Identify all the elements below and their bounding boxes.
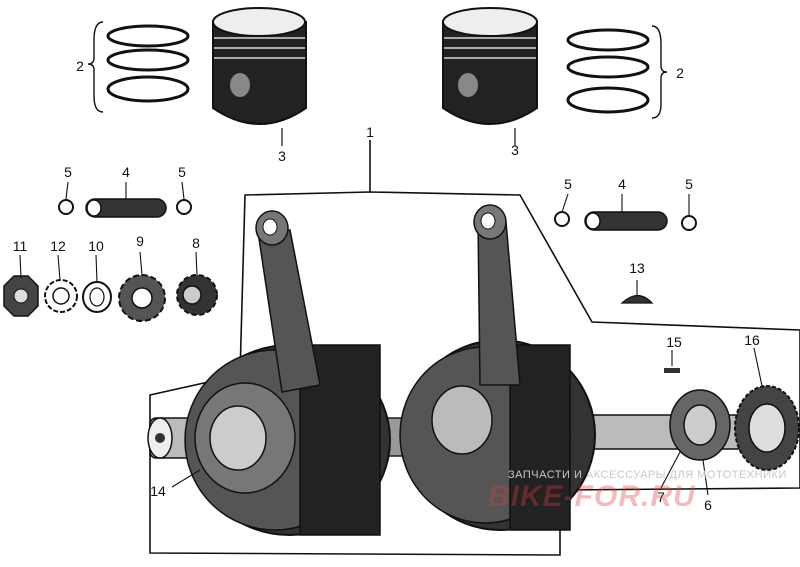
callout-2-left: 2: [76, 58, 84, 74]
callout-5a: 5: [64, 164, 72, 180]
leader-lines: [19, 181, 763, 496]
callout-5b: 5: [178, 164, 186, 180]
piston-right: [442, 7, 538, 146]
callout-1: 1: [366, 124, 374, 140]
callout-5c: 5: [564, 176, 572, 192]
callout-15: 15: [666, 334, 682, 350]
callout-10: 10: [88, 238, 104, 254]
callout-4-left: 4: [122, 164, 130, 180]
clip-5c: [554, 211, 570, 227]
callout-5d: 5: [685, 176, 693, 192]
wrist-pin-right: [584, 211, 668, 231]
clip-5b: [176, 199, 192, 215]
wrist-pin-left: [85, 198, 167, 218]
nut-11: [3, 275, 39, 317]
pin-15: [664, 368, 680, 373]
washer-10: [82, 281, 112, 313]
clip-5a: [58, 199, 74, 215]
piston-rings-left: [106, 24, 190, 103]
callout-2-right: 2: [676, 65, 684, 81]
callout-6: 6: [704, 497, 712, 513]
callout-3-left: 3: [278, 148, 286, 164]
gear-8: [176, 274, 218, 316]
callout-11: 11: [12, 238, 28, 254]
piston-left: [212, 7, 307, 146]
callout-9: 9: [136, 233, 144, 249]
connecting-rod-left: [255, 210, 321, 393]
callout-16: 16: [744, 332, 760, 348]
sprocket-9: [118, 274, 166, 322]
lock-washer-12: [44, 279, 78, 313]
bracket-right: [651, 25, 668, 119]
callout-7: 7: [657, 489, 665, 505]
callout-3-right: 3: [511, 142, 519, 158]
bracket-left: [87, 21, 104, 113]
oil-seal-16: [734, 385, 800, 471]
callout-8: 8: [192, 235, 200, 251]
watermark-brand: BIKE-FOR.RU: [488, 480, 696, 513]
callout-14: 14: [150, 483, 166, 499]
piston-rings-right: [566, 28, 650, 114]
connecting-rod-right: [473, 204, 521, 386]
watermark-tagline: ЗАПЧАСТИ И АКСЕССУАРЫ ДЛЯ МОТОТЕХНИКИ: [508, 469, 787, 481]
key-13: [620, 294, 654, 304]
callout-13: 13: [629, 260, 645, 276]
callout-4-right: 4: [618, 176, 626, 192]
callout-12: 12: [50, 238, 66, 254]
clip-5d: [681, 215, 697, 231]
